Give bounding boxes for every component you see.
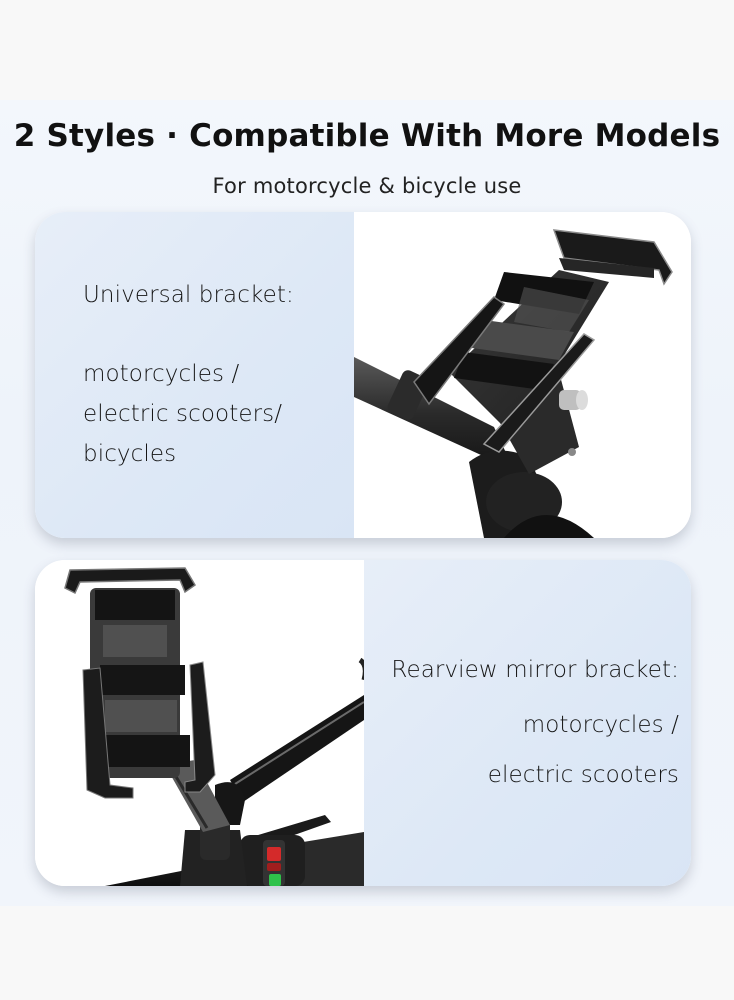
universal-bracket-text-panel: Universal bracket: motorcycles / electri… — [35, 212, 354, 538]
universal-bracket-compatibility-list: motorcycles / electric scooters/ bicycle… — [83, 354, 282, 474]
rearview-mirror-bracket-heading: Rearview mirror bracket: — [391, 657, 679, 683]
compat-item: electric scooters/ — [83, 401, 283, 427]
universal-bracket-heading: Universal bracket: — [83, 282, 294, 308]
page-subtitle: For motorcycle & bicycle use — [212, 174, 522, 198]
rearview-mirror-bracket-text-panel: Rearview mirror bracket: motorcycles / e… — [364, 560, 691, 886]
compat-item: electric scooters — [487, 762, 679, 788]
universal-bracket-image — [354, 212, 691, 538]
compat-item: motorcycles / — [83, 361, 240, 387]
universal-bracket-card: Universal bracket: motorcycles / electri… — [35, 212, 691, 538]
rearview-mirror-bracket-compatibility-list: motorcycles / electric scooters — [488, 700, 679, 800]
page-title: 2 Styles · Compatible With More Models — [13, 118, 721, 154]
handlebar-phone-mount-icon — [354, 229, 673, 538]
rearview-mirror-bracket-card: Rearview mirror bracket: motorcycles / e… — [35, 560, 691, 886]
rearview-mirror-bracket-image — [35, 560, 364, 886]
compat-item: bicycles — [83, 441, 177, 467]
mirror-phone-mount-icon — [64, 567, 364, 886]
compat-item: motorcycles / — [522, 712, 679, 738]
